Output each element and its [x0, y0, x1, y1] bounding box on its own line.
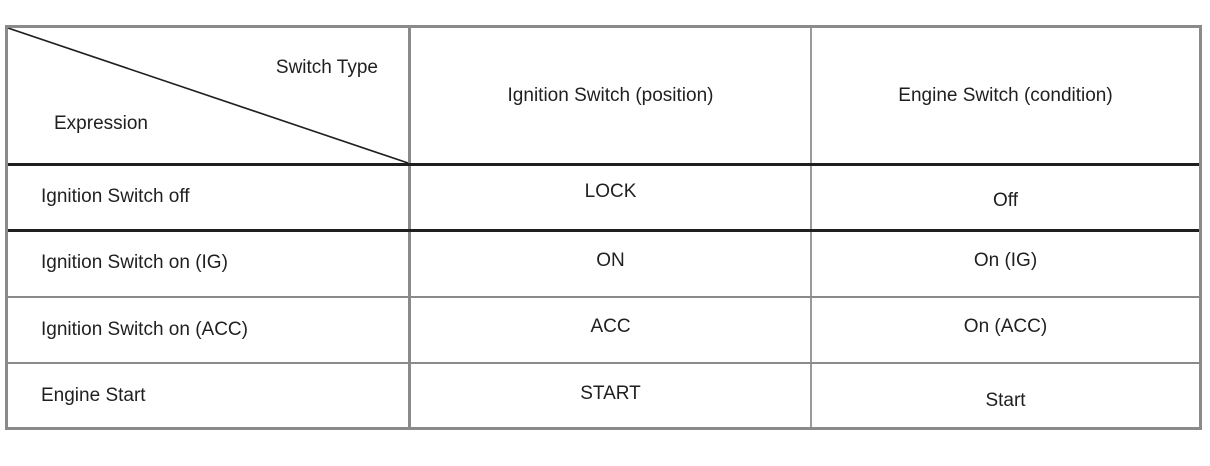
column-divider-2 [810, 28, 812, 427]
column-header-ignition-switch: Ignition Switch (position) [411, 28, 810, 163]
header-bottom-divider [8, 163, 1199, 166]
corner-header-cell: Switch Type Expression [8, 28, 408, 163]
table-row-2-ignition-switch: ACC [590, 316, 631, 337]
table-row-1-engine-switch: On (IG) [973, 250, 1038, 271]
column-header-ignition-switch-label: Ignition Switch (position) [507, 84, 714, 106]
table-row-2-expression: Ignition Switch on (ACC) [41, 319, 248, 340]
column-header-engine-switch: Engine Switch (condition) [812, 28, 1199, 163]
row-divider-1 [8, 229, 1199, 232]
corner-column-axis-label: Switch Type [275, 57, 378, 78]
table-row-1-expression: Ignition Switch on (IG) [41, 252, 228, 273]
row-divider-2 [8, 296, 1199, 298]
row-divider-3 [8, 362, 1199, 364]
diagonal-divider-line [8, 28, 408, 163]
table-row-1-ignition-switch: ON [596, 250, 625, 271]
column-header-engine-switch-label: Engine Switch (condition) [898, 84, 1113, 106]
table-row-3-expression: Engine Start [41, 385, 146, 406]
column-divider-1 [408, 28, 411, 427]
switch-type-expression-table: Switch Type Expression Ignition Switch (… [5, 25, 1202, 430]
corner-row-axis-label: Expression [54, 113, 148, 134]
table-inner: Switch Type Expression Ignition Switch (… [8, 28, 1199, 427]
table-row-2-engine-switch: On (ACC) [963, 316, 1048, 337]
table-row-0-expression: Ignition Switch off [41, 186, 190, 207]
table-row-0-ignition-switch: LOCK [584, 181, 637, 202]
table-row-3-engine-switch: Start [985, 390, 1026, 411]
table-row-3-ignition-switch: START [580, 383, 641, 404]
table-row-0-engine-switch: Off [993, 190, 1018, 211]
